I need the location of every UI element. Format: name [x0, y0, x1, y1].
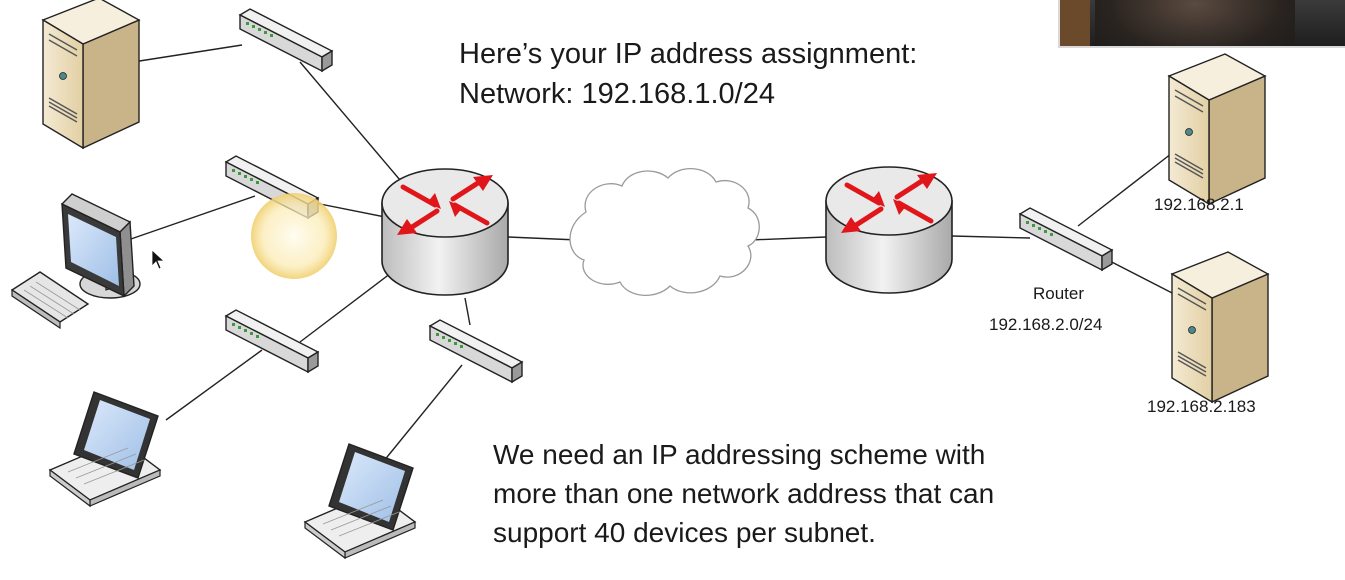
requirement-line-2: more than one network address that can [493, 478, 995, 509]
router-label: Router [1033, 284, 1085, 303]
assignment-heading: Here’s your IP address assignment: [459, 38, 918, 70]
requirement-line-3: support 40 devices per subnet. [493, 517, 876, 548]
webcam-background-shelf [1060, 0, 1090, 46]
server-bottom-ip-label: 192.168.2.183 [1147, 397, 1256, 416]
mouse-pointer-icon [151, 249, 166, 270]
switch-icon [239, 8, 333, 72]
laptop-icon [304, 443, 416, 559]
router-network-label: 192.168.2.0/24 [989, 315, 1103, 334]
connection-lines [127, 44, 1179, 463]
webcam-overlay [1058, 0, 1345, 48]
server-icon [1171, 251, 1269, 403]
requirement-line-1: We need an IP addressing scheme with [493, 439, 986, 470]
server-icon [1168, 53, 1266, 205]
cloud-icon [569, 167, 760, 297]
highlight-circle [251, 193, 337, 279]
presenter-video [1095, 0, 1295, 46]
laptop-icon [49, 391, 161, 507]
router-icon [826, 167, 952, 293]
switch-icon [225, 309, 319, 373]
server-top-ip-label: 192.168.2.1 [1154, 195, 1244, 214]
keyboard-icon [10, 271, 90, 330]
desktop-icon [60, 193, 141, 299]
switch-icon [429, 319, 523, 383]
server-icon [42, 0, 140, 149]
switch-icon [1019, 207, 1113, 271]
router-icon [382, 169, 508, 295]
network-address-line: Network: 192.168.1.0/24 [459, 78, 775, 110]
